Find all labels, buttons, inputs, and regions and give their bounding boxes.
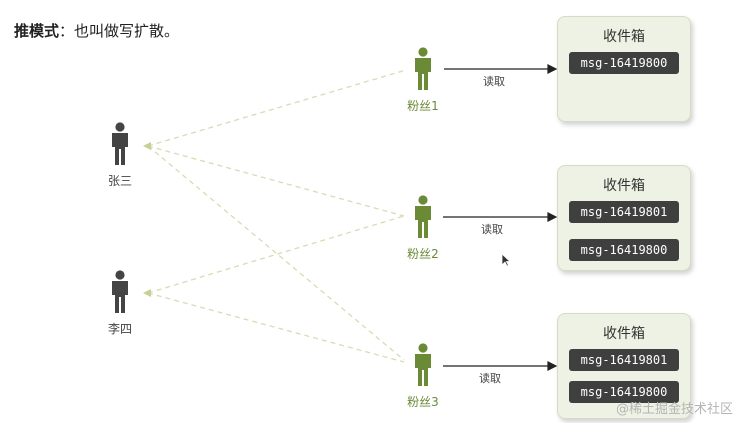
arrow-icon bbox=[547, 212, 558, 222]
read-label-1: 读取 bbox=[483, 75, 505, 88]
dashed-line-arrowhead bbox=[143, 142, 151, 150]
dashed-line-zhangsan-fan1 bbox=[147, 69, 407, 147]
message-item: msg-16419800 bbox=[569, 52, 679, 74]
message-item: msg-16419801 bbox=[569, 349, 679, 371]
dashed-line-arrowhead bbox=[143, 289, 151, 297]
message-item: msg-16419801 bbox=[569, 201, 679, 223]
dashed-line-zhangsan-fan3 bbox=[147, 145, 405, 361]
title-rest: ：也叫做写扩散。 bbox=[59, 22, 180, 40]
message-item: msg-16419800 bbox=[569, 239, 679, 261]
fan-label: 粉丝2 bbox=[407, 247, 439, 261]
read-label-2: 读取 bbox=[481, 223, 503, 236]
inbox-title: 收件箱 bbox=[603, 178, 645, 194]
message-item: msg-16419800 bbox=[569, 381, 679, 403]
cursor-icon bbox=[501, 253, 511, 267]
arrow-icon bbox=[547, 361, 558, 371]
person-icon bbox=[415, 343, 431, 386]
inbox-title: 收件箱 bbox=[603, 29, 645, 45]
inbox-title: 收件箱 bbox=[603, 326, 645, 342]
inbox-fan-1: 收件箱 msg-16419800 bbox=[557, 16, 691, 122]
fan-label: 粉丝3 bbox=[407, 395, 439, 409]
arrow-icon bbox=[547, 64, 558, 74]
person-icon bbox=[415, 47, 431, 90]
dashed-line-lisi-fan2 bbox=[147, 215, 405, 294]
author-label: 张三 bbox=[107, 174, 132, 188]
person-icon bbox=[112, 270, 128, 313]
author-label: 李四 bbox=[107, 322, 132, 336]
dashed-line-zhangsan-fan2 bbox=[147, 145, 405, 217]
person-icon bbox=[112, 122, 128, 165]
inbox-fan-2: 收件箱 msg-16419801 msg-16419800 bbox=[557, 165, 691, 271]
fan-3: 粉丝3 bbox=[403, 343, 443, 410]
author-zhangsan: 张三 bbox=[100, 122, 140, 189]
inbox-fan-3: 收件箱 msg-16419801 msg-16419800 bbox=[557, 313, 691, 419]
dashed-line-lisi-fan3 bbox=[147, 292, 405, 363]
author-lisi: 李四 bbox=[100, 270, 140, 337]
person-icon bbox=[415, 195, 431, 238]
title-bold: 推模式 bbox=[14, 22, 60, 40]
fan-1: 粉丝1 bbox=[403, 47, 443, 114]
watermark: @稀土掘金技术社区 bbox=[615, 402, 733, 417]
fan-label: 粉丝1 bbox=[407, 99, 439, 113]
fan-2: 粉丝2 bbox=[403, 195, 443, 262]
read-label-3: 读取 bbox=[479, 372, 501, 385]
page-title: 推模式：也叫做写扩散。 bbox=[14, 20, 179, 41]
